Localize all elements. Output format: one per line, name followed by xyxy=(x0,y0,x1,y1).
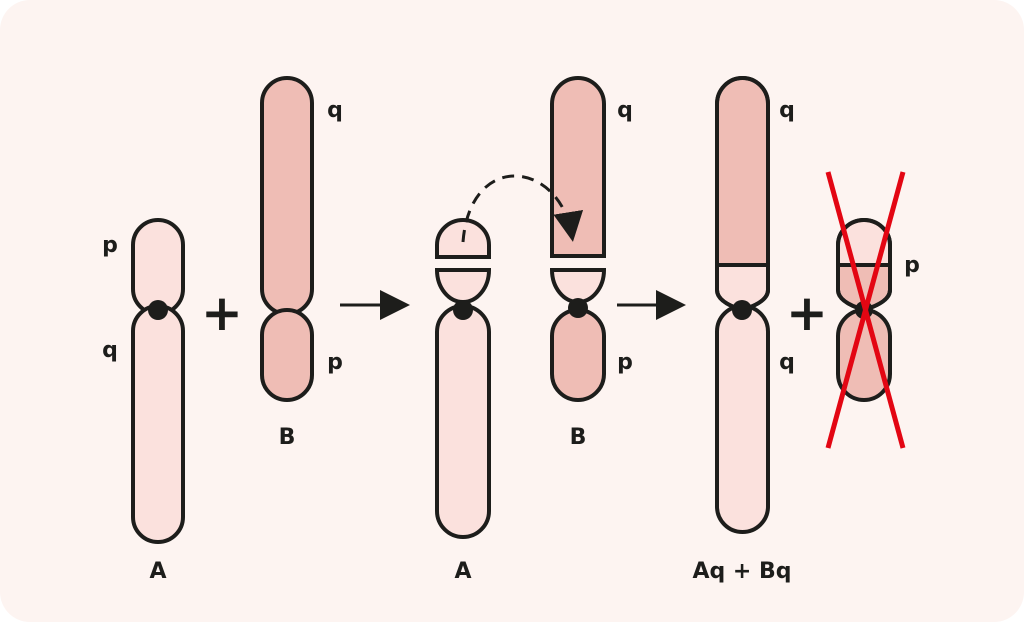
label-p: p xyxy=(327,350,343,375)
chromosome-b-broken: q p B xyxy=(549,76,633,450)
chromosome-a: p q A xyxy=(102,218,185,584)
label-b: B xyxy=(570,425,587,450)
label-p: p xyxy=(102,233,118,258)
centromere xyxy=(732,300,752,320)
centromere xyxy=(148,300,168,320)
chromosome-a-broken: A xyxy=(434,218,492,584)
label-q: q xyxy=(327,98,343,123)
label-b: B xyxy=(279,425,296,450)
chromosome-b: q p B xyxy=(260,76,343,450)
dashed-exchange-arrow-icon xyxy=(461,174,584,243)
centromere xyxy=(568,298,588,318)
label-q: q xyxy=(617,98,633,123)
label-p: p xyxy=(617,350,633,375)
red-cross-icon xyxy=(825,171,906,449)
label-aq-bq: Aq + Bq xyxy=(692,559,791,584)
centromere xyxy=(453,300,473,320)
chromosome-aq-bq: q q Aq + Bq xyxy=(692,76,795,584)
label-q: q xyxy=(779,98,795,123)
plus-sign: + xyxy=(201,284,243,342)
label-a: A xyxy=(149,559,166,584)
label-q: q xyxy=(779,350,795,375)
plus-sign: + xyxy=(786,284,828,342)
chromosome-lost-p-arms: p xyxy=(825,171,920,449)
label-p: p xyxy=(904,253,920,278)
label-a: A xyxy=(454,559,471,584)
label-q: q xyxy=(102,338,118,363)
